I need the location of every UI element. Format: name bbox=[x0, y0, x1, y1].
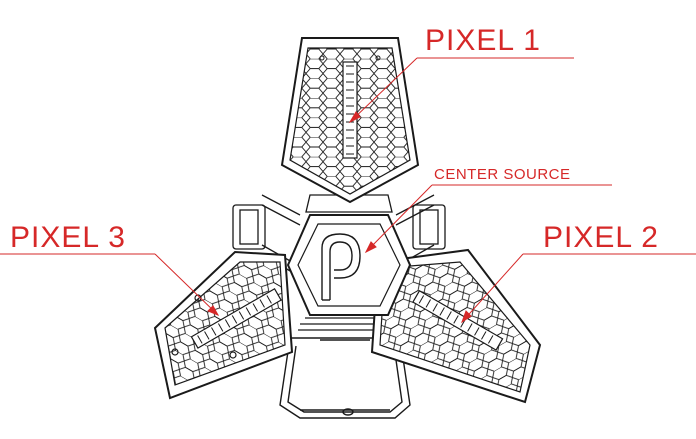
label-pixel-3: PIXEL 3 bbox=[10, 221, 126, 254]
label-pixel-2: PIXEL 2 bbox=[543, 221, 659, 254]
pixel-1-head bbox=[280, 37, 420, 204]
label-center-source: CENTER SOURCE bbox=[434, 166, 571, 183]
center-source bbox=[286, 214, 412, 316]
callout-leaders bbox=[0, 57, 696, 324]
p-logo-icon bbox=[321, 233, 361, 301]
label-pixel-1: PIXEL 1 bbox=[425, 24, 541, 57]
pixel-3-head bbox=[153, 250, 294, 400]
